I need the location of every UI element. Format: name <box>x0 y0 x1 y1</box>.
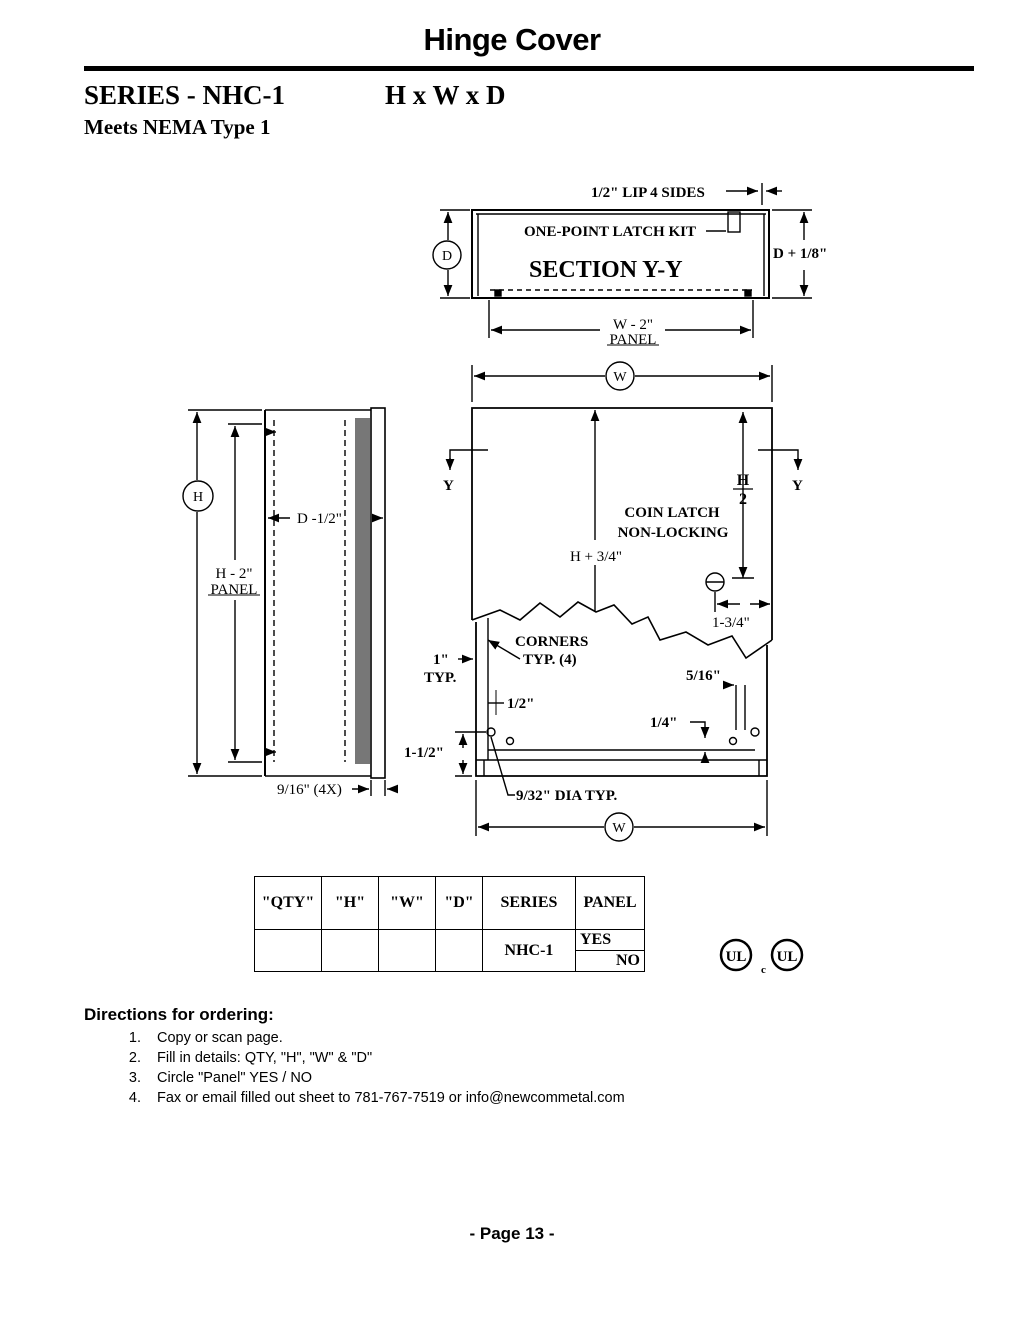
width-circle-label: W <box>613 370 627 385</box>
series-header: SERIES <box>482 876 576 930</box>
corners-label: CORNERS <box>515 634 588 650</box>
five-sixteenths-label: 5/16" <box>686 668 721 684</box>
depth-cell[interactable] <box>435 929 483 972</box>
panel-no[interactable]: NO <box>616 952 640 969</box>
latch-offset-label: 1-3/4" <box>712 615 750 631</box>
depth-plus-label: D + 1/8" <box>773 246 827 262</box>
qty-cell[interactable] <box>254 929 322 972</box>
panel-height-label: H - 2" <box>216 566 253 582</box>
height-circle-label: H <box>193 490 203 505</box>
height-header: "H" <box>321 876 379 930</box>
panel-header: PANEL <box>575 876 645 930</box>
panel-width-label: W - 2" <box>613 317 653 333</box>
direction-step: Copy or scan page. <box>145 1028 625 1048</box>
title-rule <box>84 66 974 71</box>
c-prefix: c <box>761 964 766 976</box>
ordering-directions: Directions for ordering: Copy or scan pa… <box>84 1005 625 1108</box>
latch-kit-label: ONE-POINT LATCH KIT <box>524 224 696 240</box>
panel-height-word: PANEL <box>211 582 258 598</box>
one-inch-typ-label: TYP. <box>424 670 457 686</box>
depth-header: "D" <box>435 876 483 930</box>
section-view <box>432 183 812 346</box>
panel-width-word: PANEL <box>610 332 657 348</box>
section-marker-right: Y <box>792 478 803 494</box>
section-label: SECTION Y-Y <box>529 257 683 283</box>
front-view <box>445 361 803 842</box>
non-locking-label: NON-LOCKING <box>618 525 729 541</box>
one-inch-label: 1" <box>433 652 449 668</box>
half-inch-label: 1/2" <box>507 696 535 712</box>
quarter-inch-label: 1/4" <box>650 715 678 731</box>
coin-latch-label: COIN LATCH <box>624 505 719 521</box>
height-plus-label: H + 3/4" <box>570 549 622 565</box>
height-cell[interactable] <box>321 929 379 972</box>
dimension-order: H x W x D <box>385 80 506 110</box>
ul-mark-text: UL <box>726 949 747 965</box>
half-height-numerator: H <box>737 472 750 489</box>
technical-drawing: 1/2" LIP 4 SIDES ONE-POINT LATCH KIT SEC… <box>182 183 827 842</box>
width-header: "W" <box>378 876 436 930</box>
panel-choice-cell[interactable]: YES NO <box>575 929 645 972</box>
half-height-denominator: 2 <box>739 491 747 508</box>
directions-list: Copy or scan page. Fill in details: QTY,… <box>84 1028 625 1108</box>
qty-header: "QTY" <box>254 876 322 930</box>
depth-circle-label: D <box>442 249 452 264</box>
cul-listed-icon: UL <box>770 938 804 972</box>
hole-diameter-label: 9/32" DIA TYP. <box>516 788 618 804</box>
direction-step: Fill in details: QTY, "H", "W" & "D" <box>145 1048 625 1068</box>
hinge-spacing-label: 9/16" (4X) <box>277 782 342 798</box>
series-name: SERIES - NHC-1 <box>84 80 286 110</box>
order-table: "QTY" "H" "W" "D" SERIES PANEL NHC-1 YES… <box>254 876 645 972</box>
page-number: - Page 13 - <box>469 1224 555 1243</box>
width-cell[interactable] <box>378 929 436 972</box>
one-and-half-label: 1-1/2" <box>404 745 444 761</box>
nema-rating: Meets NEMA Type 1 <box>84 115 271 139</box>
direction-step: Fax or email filled out sheet to 781-767… <box>145 1088 625 1108</box>
directions-heading: Directions for ordering: <box>84 1005 274 1024</box>
cul-mark-text: UL <box>777 949 798 965</box>
bottom-width-circle-label: W <box>612 821 626 836</box>
section-marker-left: Y <box>443 478 454 494</box>
depth-minus-label: D -1/2" <box>297 511 342 527</box>
lip-label: 1/2" LIP 4 SIDES <box>591 185 705 201</box>
series-value: NHC-1 <box>482 929 576 972</box>
direction-step: Circle "Panel" YES / NO <box>145 1068 625 1088</box>
side-view <box>182 407 399 796</box>
ul-certification-marks: UL c UL <box>719 938 804 976</box>
panel-yes[interactable]: YES <box>576 930 644 951</box>
ul-listed-icon: UL <box>719 938 753 972</box>
page-title: Hinge Cover <box>423 22 601 57</box>
corners-typ-label: TYP. (4) <box>523 652 577 668</box>
